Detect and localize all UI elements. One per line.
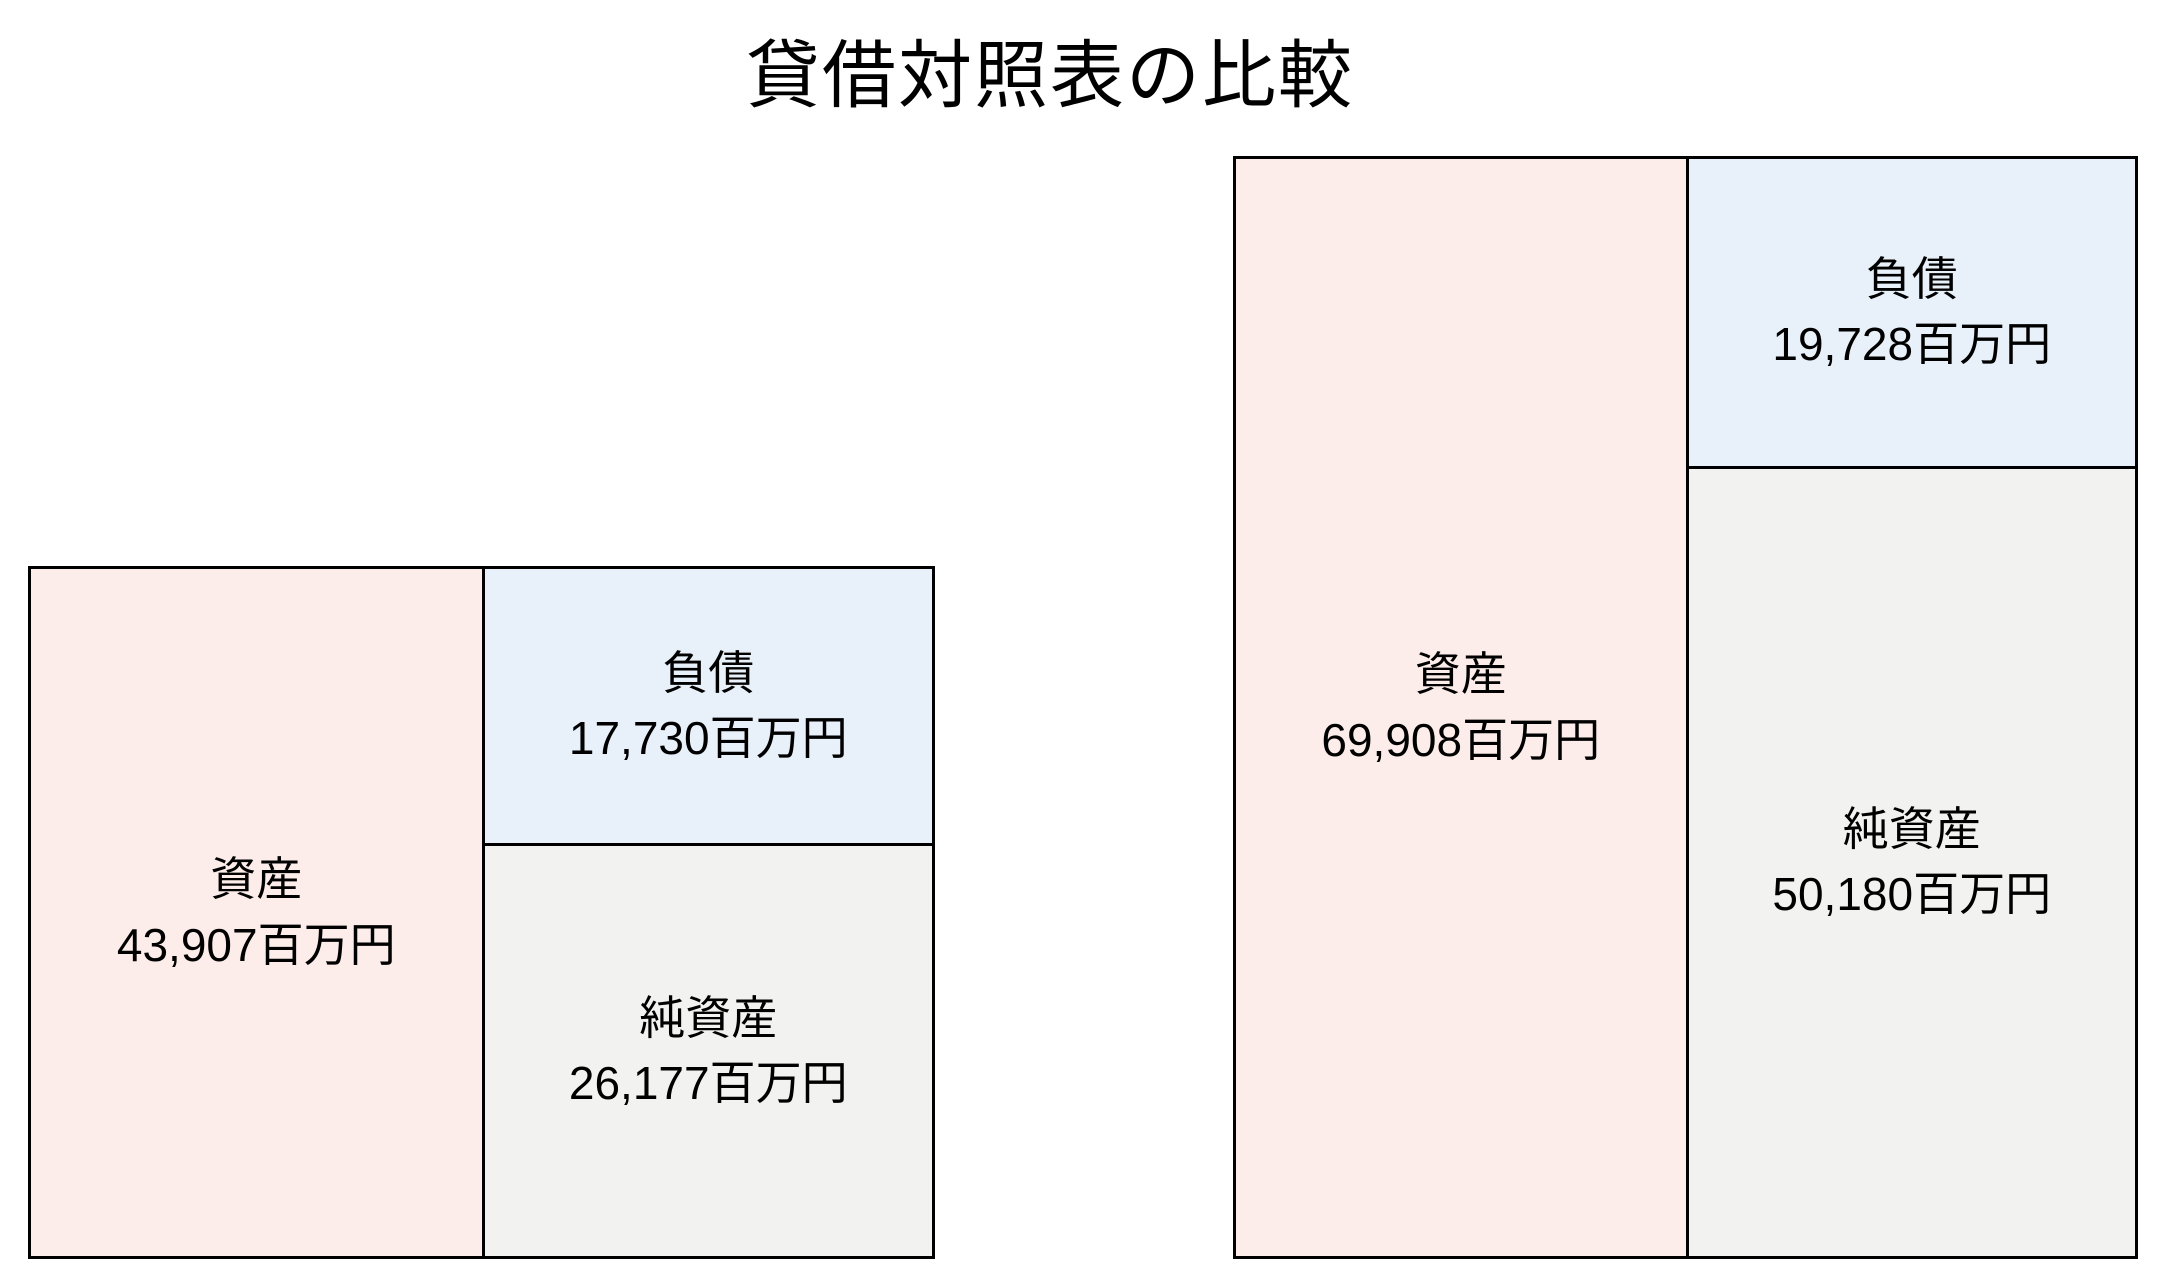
liabilities-box: 負債 19,728百万円 xyxy=(1688,159,2135,469)
assets-label-group: 資産 43,907百万円 xyxy=(117,847,396,978)
net-assets-label-group: 純資産 26,177百万円 xyxy=(569,986,848,1117)
net-assets-amount: 26,177百万円 xyxy=(568,1057,848,1110)
figure-title: 貸借対照表の比較 xyxy=(746,34,1354,117)
claims-column: 負債 19,728百万円 純資産 50,180百万円 xyxy=(1685,159,2135,1256)
net-assets-box: 純資産 26,177百万円 xyxy=(484,846,932,1256)
liabilities-amount: 19,728百万円 xyxy=(1772,318,2052,371)
liabilities-amount: 17,730百万円 xyxy=(568,712,848,765)
net-assets-label-group: 純資産 50,180百万円 xyxy=(1772,797,2051,928)
liabilities-label: 負債 xyxy=(662,646,755,699)
assets-amount: 69,908百万円 xyxy=(1321,713,1601,766)
liabilities-label-group: 負債 19,728百万円 xyxy=(1772,247,2051,378)
assets-label-group: 資産 69,908百万円 xyxy=(1321,642,1600,773)
net-assets-amount: 50,180百万円 xyxy=(1772,868,2052,921)
balance-sheet-right: 資産 69,908百万円 負債 19,728百万円 純資産 50,180百万円 xyxy=(1233,156,2138,1259)
claims-column: 負債 17,730百万円 純資産 26,177百万円 xyxy=(481,569,932,1256)
net-assets-box: 純資産 50,180百万円 xyxy=(1688,468,2135,1256)
balance-sheet-left: 資産 43,907百万円 負債 17,730百万円 純資産 26,177百万円 xyxy=(28,566,935,1259)
liabilities-label-group: 負債 17,730百万円 xyxy=(569,641,848,772)
assets-amount: 43,907百万円 xyxy=(116,918,396,971)
liabilities-label: 負債 xyxy=(1865,252,1958,305)
net-assets-label: 純資産 xyxy=(639,991,778,1044)
liabilities-box: 負債 17,730百万円 xyxy=(484,569,932,847)
assets-box: 資産 69,908百万円 xyxy=(1236,159,1686,1256)
assets-label: 資産 xyxy=(210,853,303,906)
net-assets-label: 純資産 xyxy=(1842,802,1981,855)
assets-label: 資産 xyxy=(1414,648,1507,701)
assets-box: 資産 43,907百万円 xyxy=(31,569,482,1256)
